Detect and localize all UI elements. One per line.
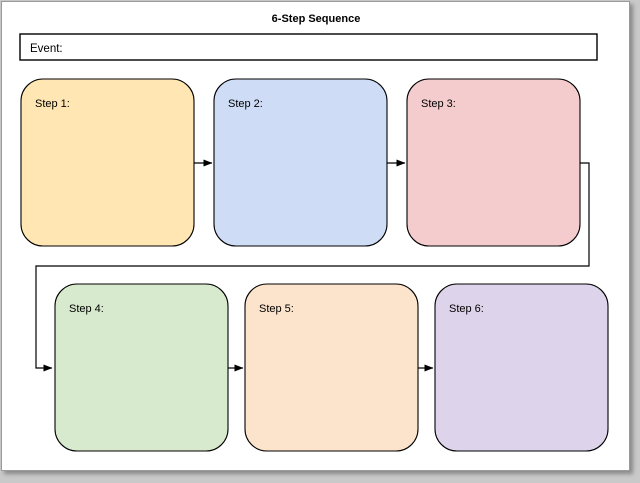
sequence-diagram: 6-Step Sequence Event: Step 1: Step 2: S… [19,13,609,452]
step-4-label: Step 4: [69,303,104,315]
event-field-label: Event: [30,43,63,55]
step-1-label: Step 1: [35,98,70,110]
page-sheet: 6-Step Sequence Event: Step 1: Step 2: S… [1,1,630,471]
step-6-box[interactable] [434,283,609,452]
connector-step-3-to-step-4 [35,162,590,372]
step-5-label: Step 5: [259,303,294,315]
step-2-label: Step 2: [228,98,263,110]
event-field-box[interactable] [19,33,598,61]
step-3-label: Step 3: [421,98,456,110]
diagram-title: 6-Step Sequence [272,13,361,25]
step-6-label: Step 6: [449,303,484,315]
